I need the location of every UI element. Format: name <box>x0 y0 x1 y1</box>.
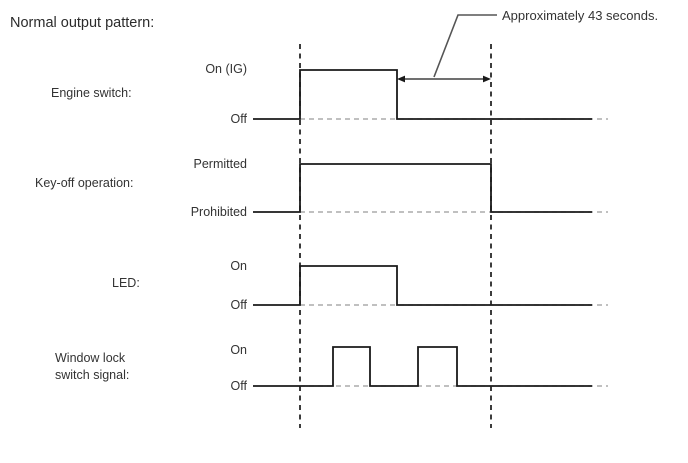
level-label-engine-switch-low: Off <box>231 112 248 126</box>
waveform-led <box>253 265 592 306</box>
row-window-lock-switch-signal: Window lock switch signal: On Off <box>55 343 608 393</box>
level-label-key-off-high: Permitted <box>194 157 248 171</box>
level-label-led-low: Off <box>231 298 248 312</box>
row-label-key-off-operation: Key-off operation: <box>35 176 133 190</box>
level-label-window-lock-low: Off <box>231 379 248 393</box>
row-led: LED: On Off <box>112 259 608 312</box>
waveform-window-lock-switch-signal <box>253 346 592 387</box>
level-label-led-high: On <box>230 259 247 273</box>
annotation-group: Approximately 43 seconds. <box>397 8 658 83</box>
arrowhead-left-icon <box>397 75 405 83</box>
arrowhead-right-icon <box>483 75 491 83</box>
duration-dimension-arrow <box>397 75 491 83</box>
waveform-engine-switch <box>253 69 592 120</box>
row-engine-switch: Engine switch: On (IG) Off <box>51 62 608 126</box>
row-label-engine-switch: Engine switch: <box>51 86 132 100</box>
level-label-engine-switch-high: On (IG) <box>205 62 247 76</box>
row-label-window-lock-line2: switch signal: <box>55 368 129 382</box>
annotation-leader-line <box>433 14 497 78</box>
level-label-window-lock-high: On <box>230 343 247 357</box>
row-label-led: LED: <box>112 276 140 290</box>
annotation-text: Approximately 43 seconds. <box>502 8 658 23</box>
page-title: Normal output pattern: <box>10 15 154 31</box>
waveform-key-off-operation <box>253 163 592 213</box>
row-key-off-operation: Key-off operation: Permitted Prohibited <box>35 157 608 219</box>
level-label-key-off-low: Prohibited <box>191 205 247 219</box>
row-label-window-lock-line1: Window lock <box>55 351 126 365</box>
